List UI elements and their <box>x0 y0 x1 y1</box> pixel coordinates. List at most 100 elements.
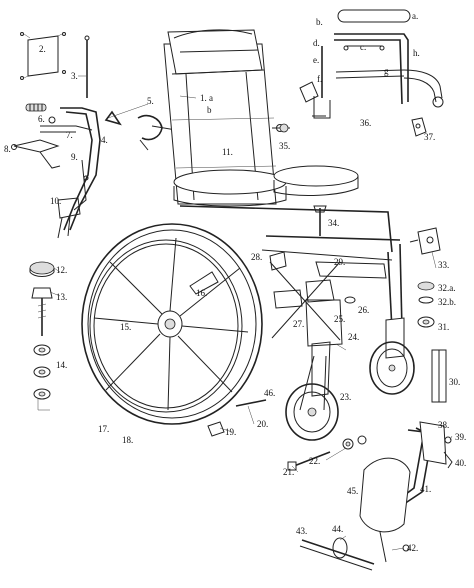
part-33-caster-bracket <box>409 227 441 255</box>
part-15-wheel-hub-spokes <box>93 237 249 411</box>
part-38-footrest-latch <box>419 421 447 465</box>
label-1a: 1. a <box>200 93 213 103</box>
label-f: f. <box>317 74 322 84</box>
part-10-lower-frame-clamp <box>57 197 81 239</box>
label-31: 31. <box>438 322 449 332</box>
label-15: 15. <box>120 322 131 332</box>
label-d: d. <box>313 38 320 48</box>
label-30: 30. <box>449 377 460 387</box>
label-11: 11. <box>222 147 233 157</box>
label-g: g <box>384 66 389 76</box>
label-43: 43. <box>296 526 307 536</box>
label-c: c. <box>360 42 366 52</box>
label-e: e. <box>313 55 319 65</box>
part-43-footrest-tube <box>299 539 375 571</box>
part-8-release-lever <box>11 139 61 169</box>
label-29: 29. <box>334 257 345 267</box>
label-33: 33. <box>438 260 449 270</box>
label-18: 18. <box>122 435 133 445</box>
label-36: 36. <box>360 118 371 128</box>
part-16-wheel-lock <box>189 271 219 295</box>
label-1b: b <box>207 105 212 115</box>
part-18-rear-wheel <box>81 223 263 425</box>
label-20: 20. <box>257 419 268 429</box>
label-17: 17. <box>98 424 109 434</box>
part-4-backrest-side-tube <box>40 107 101 231</box>
leader-lines <box>49 95 453 551</box>
label-12: 12. <box>56 265 67 275</box>
label-27: 27. <box>293 319 304 329</box>
part-13-axle-bolt <box>31 287 53 336</box>
part-9-recline-link <box>73 159 89 211</box>
part-22-caster-nut <box>342 435 367 450</box>
part-32a-cap <box>417 281 435 291</box>
label-32a: 32.a. <box>438 283 456 293</box>
part-2-label-plate <box>20 32 66 80</box>
part-35-knob <box>279 123 289 133</box>
label-44: 44. <box>332 524 343 534</box>
part-45-footplate <box>359 457 411 533</box>
part-12-cap <box>29 261 55 277</box>
label-39: 39. <box>455 432 466 442</box>
part-3-handle-post <box>78 35 90 98</box>
label-40: 40. <box>455 458 466 468</box>
part-39-latch-pin <box>444 436 452 444</box>
part-31-bearing <box>417 316 435 328</box>
label-a: a. <box>412 11 418 21</box>
label-b: b. <box>316 17 323 27</box>
part-6-hand-grip <box>25 103 47 112</box>
part-37-armrest-latch <box>411 117 427 137</box>
part-front-caster-right <box>369 317 415 395</box>
part-29-footrest-hanger <box>315 261 387 279</box>
label-h: h. <box>413 48 420 58</box>
label-24: 24. <box>348 332 359 342</box>
label-46: 46. <box>264 388 275 398</box>
label-45: 45. <box>347 486 358 496</box>
label-10: 10. <box>50 196 61 206</box>
part-17-hand-rim <box>89 239 243 413</box>
label-4: 4. <box>101 135 108 145</box>
part-30-caster-stem-bolt <box>431 349 447 403</box>
label-16: 16. <box>196 288 207 298</box>
part-side-frame <box>179 205 403 341</box>
label-9: 9. <box>71 152 78 162</box>
part-32b-washer <box>418 296 434 304</box>
part-40-latch-spring <box>443 451 453 469</box>
part-14-wheel-bearings <box>33 344 51 411</box>
label-23: 23. <box>340 392 351 402</box>
label-42: 42. <box>407 543 418 553</box>
part-19-spacer <box>207 421 225 437</box>
label-6: 6. <box>38 114 45 124</box>
label-7: 7. <box>66 130 73 140</box>
label-14: 14. <box>56 360 67 370</box>
part-46-front-caster-wheel <box>285 383 339 441</box>
label-38: 38. <box>438 420 449 430</box>
part-28-frame-clip <box>269 251 287 271</box>
label-25: 25. <box>334 314 345 324</box>
label-41: 41. <box>420 484 431 494</box>
part-23-caster-fork <box>299 341 331 411</box>
label-21: 21. <box>283 467 294 477</box>
part-20-axle <box>235 399 267 407</box>
label-3: 3. <box>71 71 78 81</box>
label-34: 34. <box>328 218 339 228</box>
label-28: 28. <box>251 252 262 262</box>
label-32b: 32.b. <box>438 297 456 307</box>
label-8: 8. <box>4 144 11 154</box>
part-5-brake-bracket <box>104 110 177 151</box>
part-seat-cushion <box>173 165 359 207</box>
label-13: 13. <box>56 292 67 302</box>
label-22: 22. <box>309 456 320 466</box>
part-11-reclining-backrest <box>163 29 290 205</box>
label-5: 5. <box>147 96 154 106</box>
part-36-armrest-assembly <box>299 9 444 119</box>
part-26-caster-washer <box>344 296 356 304</box>
part-27-axle-plate <box>273 289 303 309</box>
label-19: 19. <box>225 427 236 437</box>
callout-labels: 2. 3. 6. 7. 4. 8. 9. 10. 5. 1. a b 11. 3… <box>4 11 466 553</box>
part-25-caster-headtube <box>305 279 335 303</box>
label-26: 26. <box>358 305 369 315</box>
label-35: 35. <box>279 141 290 151</box>
label-2: 2. <box>39 44 46 54</box>
